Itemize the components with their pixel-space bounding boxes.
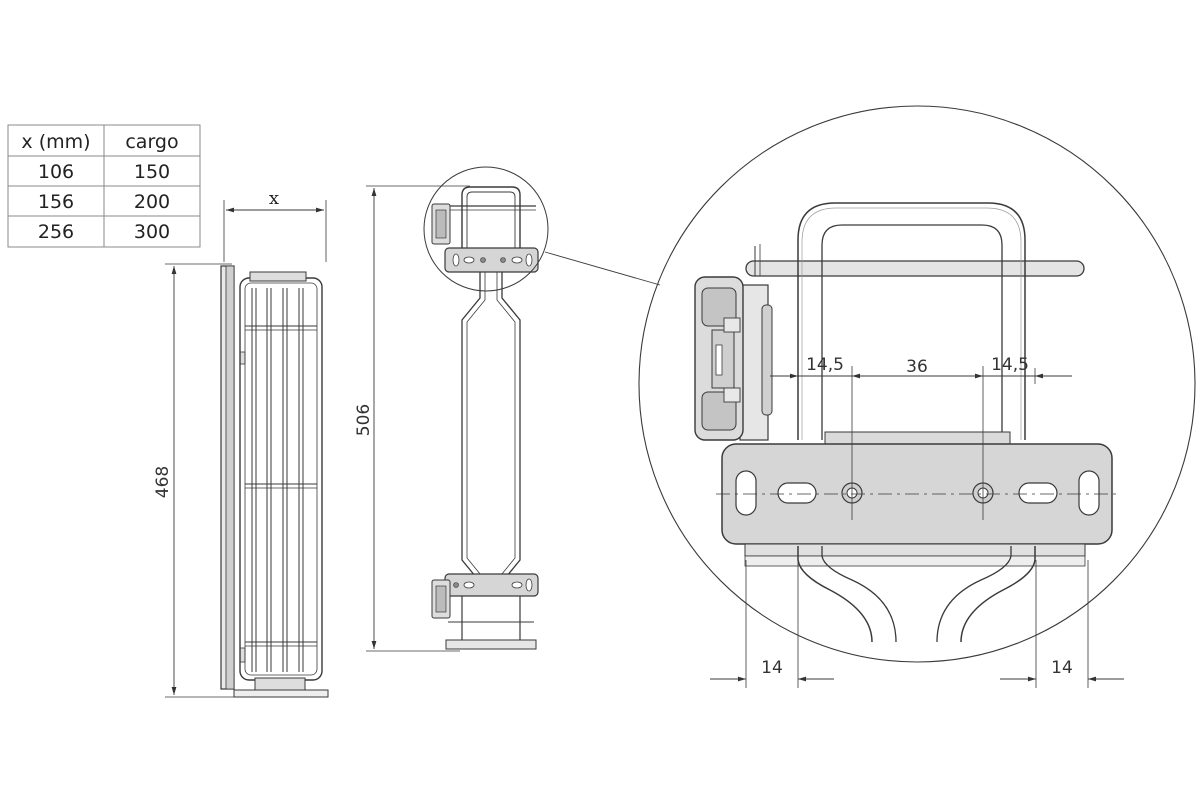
dim-bottom-right: 14 — [1051, 658, 1073, 678]
size-table: x (mm) cargo 106 150 156 200 256 300 — [7, 124, 201, 248]
table-cell: 256 — [38, 221, 74, 243]
dim-height-side: 506 — [354, 404, 374, 436]
table-header-cargo: cargo — [125, 131, 178, 153]
side-view — [366, 166, 661, 652]
table-cell: 150 — [134, 161, 170, 183]
dim-hole-center: 36 — [906, 357, 928, 377]
table-cell: 200 — [134, 191, 170, 213]
detail-view — [638, 105, 1196, 688]
table-cell: 106 — [38, 161, 74, 183]
table-cell: 300 — [134, 221, 170, 243]
dim-hole-left: 14,5 — [806, 355, 844, 375]
dim-bottom-left: 14 — [761, 658, 783, 678]
table-header-x: x (mm) — [21, 131, 90, 153]
dim-hole-right: 14,5 — [991, 355, 1029, 375]
table-cell: 156 — [38, 191, 74, 213]
dim-height-front: 468 — [153, 466, 173, 498]
dim-width-label: x — [269, 188, 279, 209]
front-view — [165, 200, 329, 698]
